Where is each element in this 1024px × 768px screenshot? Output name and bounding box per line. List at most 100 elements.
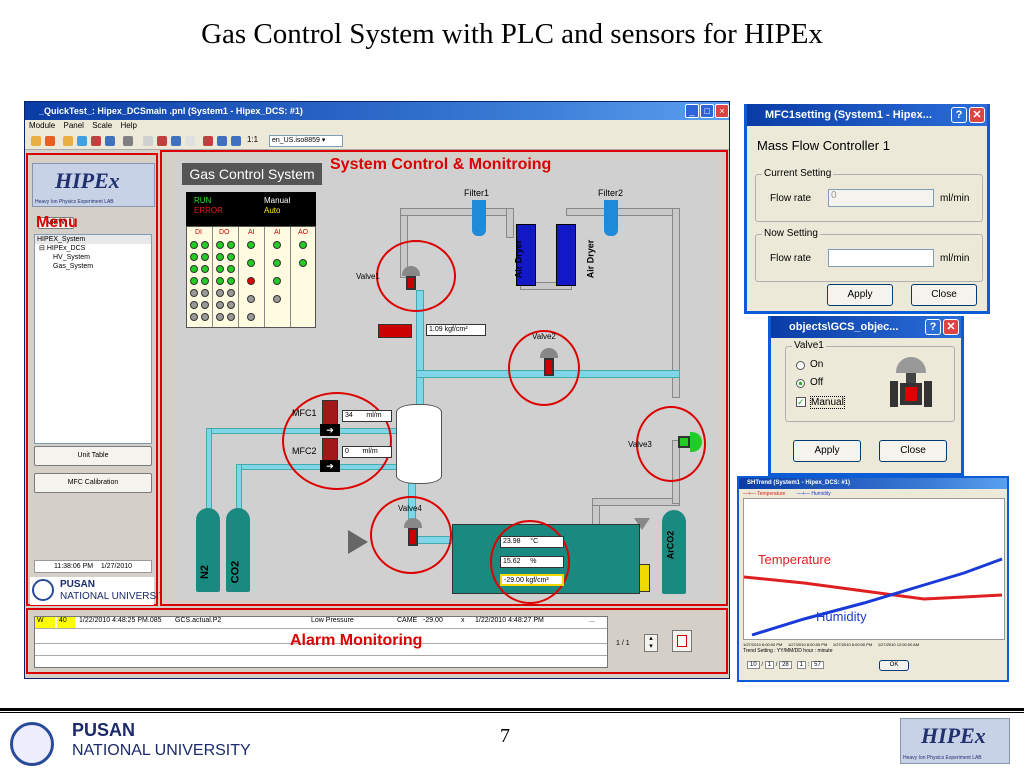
mfc-calibration-button[interactable]: MFC Calibration — [34, 473, 152, 493]
print-icon[interactable] — [123, 136, 133, 146]
pipe — [672, 208, 680, 398]
pressure-regulator[interactable] — [378, 324, 412, 338]
mfc-setting-dialog: MFC1setting (System1 - Hipex... ? ✕ Mass… — [744, 104, 990, 314]
help-button[interactable]: ? — [951, 107, 967, 123]
view-button[interactable]: VIEW — [38, 217, 74, 229]
panel-icon[interactable] — [77, 136, 87, 146]
pipe — [506, 208, 514, 238]
dialog-close-x-button[interactable]: ✕ — [943, 319, 959, 335]
zoom-icon[interactable] — [203, 136, 213, 146]
on-radio[interactable] — [796, 361, 805, 370]
footer-rule-thin — [0, 712, 1024, 713]
io-indicator-icon — [201, 241, 209, 249]
pressure-reading: -29.00 kgf/cm² — [500, 574, 564, 586]
trend-x-ticks: 1/27/2010 6:00:00 PM 1/27/2010 6:00:00 P… — [743, 642, 920, 647]
close-button[interactable]: Close — [911, 284, 977, 306]
off-radio[interactable] — [796, 379, 805, 388]
io-indicator-icon — [227, 253, 235, 261]
unit-table-button[interactable]: Unit Table — [34, 446, 152, 466]
maximize-button[interactable]: □ — [700, 104, 714, 118]
tree-item-hipex-dcs[interactable]: ⊟ HIPEx_DCS — [39, 245, 86, 252]
main-window-titlebar[interactable]: _QuickTest_: Hipex_DCSmain .pnl (System1… — [25, 102, 729, 120]
menubar: Module Panel Scale Help — [25, 120, 729, 132]
io-indicator-icon — [201, 313, 209, 321]
tree-item-hv-system[interactable]: HV_System — [53, 254, 90, 261]
air-dryer-2-label: Air Dryer — [585, 239, 596, 279]
valve3[interactable] — [668, 430, 708, 456]
help-button[interactable]: ? — [925, 319, 941, 335]
io-indicator-icon — [227, 289, 235, 297]
co2-bottle — [226, 508, 250, 592]
menu-help[interactable]: Help — [120, 121, 137, 130]
tree-item-hipex-system[interactable]: HIPEX_System — [35, 235, 151, 244]
filter1-label: Filter1 — [464, 188, 490, 198]
mfc-dialog-titlebar[interactable]: MFC1setting (System1 - Hipex... — [747, 104, 987, 126]
pipe — [520, 282, 572, 290]
valve4[interactable] — [400, 518, 426, 552]
valve-dialog-titlebar[interactable]: objects\GCS_objec... — [771, 316, 961, 338]
graphic-icon[interactable] — [91, 136, 101, 146]
mfc1[interactable] — [322, 400, 338, 426]
io-indicator-icon — [190, 277, 198, 285]
io-indicator-icon — [216, 253, 224, 261]
network-icon[interactable] — [105, 136, 115, 146]
io-indicator-icon — [299, 241, 307, 249]
system-control-annotation: System Control & Monitroing — [330, 156, 552, 173]
run-status: RUN — [194, 196, 212, 205]
arco2-label: ArCO2 — [665, 530, 676, 560]
plc-status: RUN ERROR Manual Auto — [186, 192, 316, 226]
close-button[interactable]: × — [715, 104, 729, 118]
close-button[interactable]: Close — [879, 440, 947, 462]
air-dryer-2[interactable] — [556, 224, 576, 286]
trend-ok-button[interactable]: OK — [879, 660, 909, 671]
toolbar: 1:1 en_US.iso8859 ▾ — [25, 132, 729, 150]
valve2[interactable] — [536, 348, 562, 378]
trend-window: SHTrend (System1 - Hipex_DCS: #1) —+— Te… — [737, 476, 1009, 682]
manual-checkbox[interactable]: ✓ — [796, 397, 806, 407]
menu-module[interactable]: Module — [29, 121, 56, 130]
filter1[interactable] — [472, 200, 486, 236]
sensor-highlight — [490, 520, 570, 604]
clock-display: 11:38:06 PM 1/27/2010 — [34, 560, 152, 573]
tool-icon[interactable] — [157, 136, 167, 146]
valve1-group: Valve1 On Off ✓ Manual — [785, 340, 955, 422]
tree-item-gas-system[interactable]: Gas_System — [53, 263, 94, 270]
apply-button[interactable]: Apply — [793, 440, 861, 462]
open-icon[interactable] — [31, 136, 41, 146]
locale-select[interactable]: en_US.iso8859 ▾ — [269, 135, 343, 147]
rect-icon[interactable] — [185, 136, 195, 146]
valve3-highlight — [636, 406, 706, 482]
legend-humidity: —+— Humidity — [797, 491, 831, 497]
trend-date-inputs[interactable]: 10 / 1 / 28 1 : 57 — [747, 661, 824, 669]
io-indicator-icon — [227, 301, 235, 309]
valve1[interactable] — [398, 266, 424, 290]
dialog-close-x-button[interactable]: ✕ — [969, 107, 985, 123]
apply-button[interactable]: Apply — [827, 284, 893, 306]
mfc-highlight — [282, 392, 392, 490]
filter2[interactable] — [604, 200, 618, 236]
io-indicator-icon — [201, 289, 209, 297]
valve2-label: Valve2 — [532, 332, 556, 341]
table-row[interactable]: W 40 1/22/2010 4:48:25 PM.085 GCS.actual… — [35, 617, 607, 629]
plc-io-grid: DI DO AI AI AO — [186, 226, 316, 328]
filter2-label: Filter2 — [598, 188, 624, 198]
air-dryer-1[interactable] — [516, 224, 536, 286]
move-icon[interactable] — [171, 136, 181, 146]
zoom-in-icon[interactable] — [217, 136, 227, 146]
io-indicator-icon — [201, 265, 209, 273]
scroll-arrows-button[interactable]: ▴▾ — [644, 634, 658, 652]
menu-scale[interactable]: Scale — [92, 121, 113, 130]
zoom-out-icon[interactable] — [231, 136, 241, 146]
new-flow-input[interactable] — [828, 249, 934, 267]
alarm-settings-button[interactable] — [672, 630, 692, 652]
ratio-icon[interactable]: 1:1 — [247, 135, 259, 144]
select-icon[interactable] — [143, 136, 153, 146]
minimize-button[interactable]: _ — [685, 104, 699, 118]
menu-annotation: Menu — [36, 214, 78, 231]
hipex-footer-logo: HIPEx Heavy Ion Physics Experiment LAB — [900, 718, 1010, 764]
trend-titlebar[interactable]: SHTrend (System1 - Hipex_DCS: #1) — [739, 478, 1007, 489]
save-icon[interactable] — [45, 136, 55, 146]
module-icon[interactable] — [63, 136, 73, 146]
trend-plot[interactable]: Temperature Humidity — [743, 498, 1005, 640]
menu-panel[interactable]: Panel — [63, 121, 84, 130]
